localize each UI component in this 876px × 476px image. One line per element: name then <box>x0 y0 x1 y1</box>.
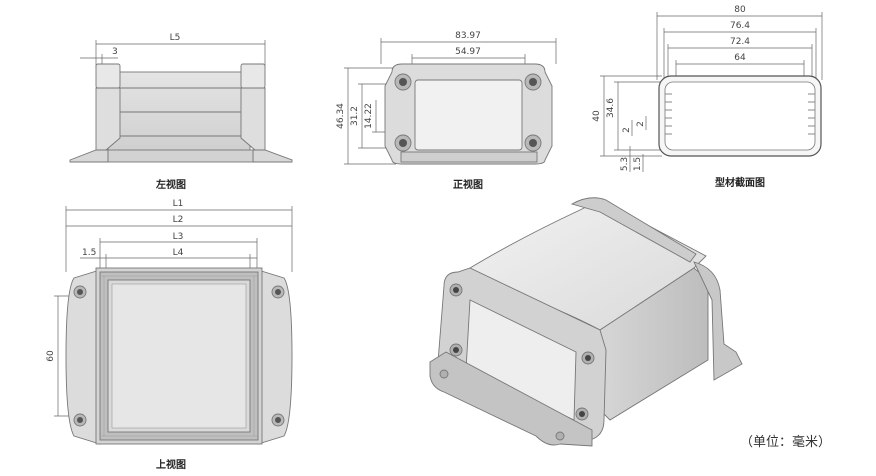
dim-46-34: 46.34 <box>336 103 346 129</box>
dim-60: 60 <box>46 350 56 362</box>
screw-icon <box>555 431 565 441</box>
dim-l5: L5 <box>170 33 181 43</box>
screw-icon <box>449 343 463 357</box>
screw-icon <box>439 369 449 379</box>
top-view: L1 L2 L3 L4 1.5 60 上视图 <box>46 199 293 471</box>
dim-72-4: 72.4 <box>730 37 750 47</box>
dim-64: 64 <box>734 53 746 63</box>
dim-l1: L1 <box>173 199 184 209</box>
dim-31-2: 31.2 <box>350 106 360 126</box>
caption-top-view: 上视图 <box>156 458 186 471</box>
dim-1-5: 1.5 <box>633 157 643 171</box>
dim-80: 80 <box>734 5 746 15</box>
dim-40: 40 <box>592 110 602 122</box>
screw-icon <box>394 73 412 91</box>
dim-76-4: 76.4 <box>730 21 750 31</box>
screw-icon <box>73 413 87 427</box>
dim-14-22: 14.22 <box>364 103 374 129</box>
dim-l3: L3 <box>173 232 184 242</box>
screw-icon <box>394 134 412 152</box>
left-view: L5 3 左视图 <box>69 33 293 191</box>
dim-l4: L4 <box>173 248 184 258</box>
screw-icon <box>575 407 589 421</box>
dim-1-5-top: 1.5 <box>82 248 96 258</box>
dim-3: 3 <box>112 47 118 57</box>
caption-section-view: 型材截面图 <box>715 176 765 189</box>
screw-icon <box>271 285 285 299</box>
caption-left-view: 左视图 <box>155 178 186 191</box>
dim-2b: 2 <box>636 121 646 127</box>
screw-icon <box>524 73 542 91</box>
section-view: 80 76.4 72.4 64 40 34.6 2 2 5.3 1.5 型材 <box>592 5 823 189</box>
dim-l2: L2 <box>173 215 184 225</box>
dim-83-97: 83.97 <box>455 31 481 41</box>
screw-icon <box>271 413 285 427</box>
screw-icon <box>449 283 463 297</box>
dim-34-6: 34.6 <box>606 98 616 118</box>
dim-54-97: 54.97 <box>455 47 481 57</box>
unit-note: （单位：毫米） <box>740 434 831 450</box>
screw-icon <box>73 285 87 299</box>
caption-front-view: 正视图 <box>453 178 483 191</box>
screw-icon <box>581 351 595 365</box>
dim-5-3: 5.3 <box>620 157 630 171</box>
front-view: 83.97 54.97 46.34 31.2 14.22 正视图 <box>336 31 557 191</box>
isometric-view <box>429 197 743 447</box>
screw-icon <box>524 134 542 152</box>
dim-2a: 2 <box>622 127 632 133</box>
